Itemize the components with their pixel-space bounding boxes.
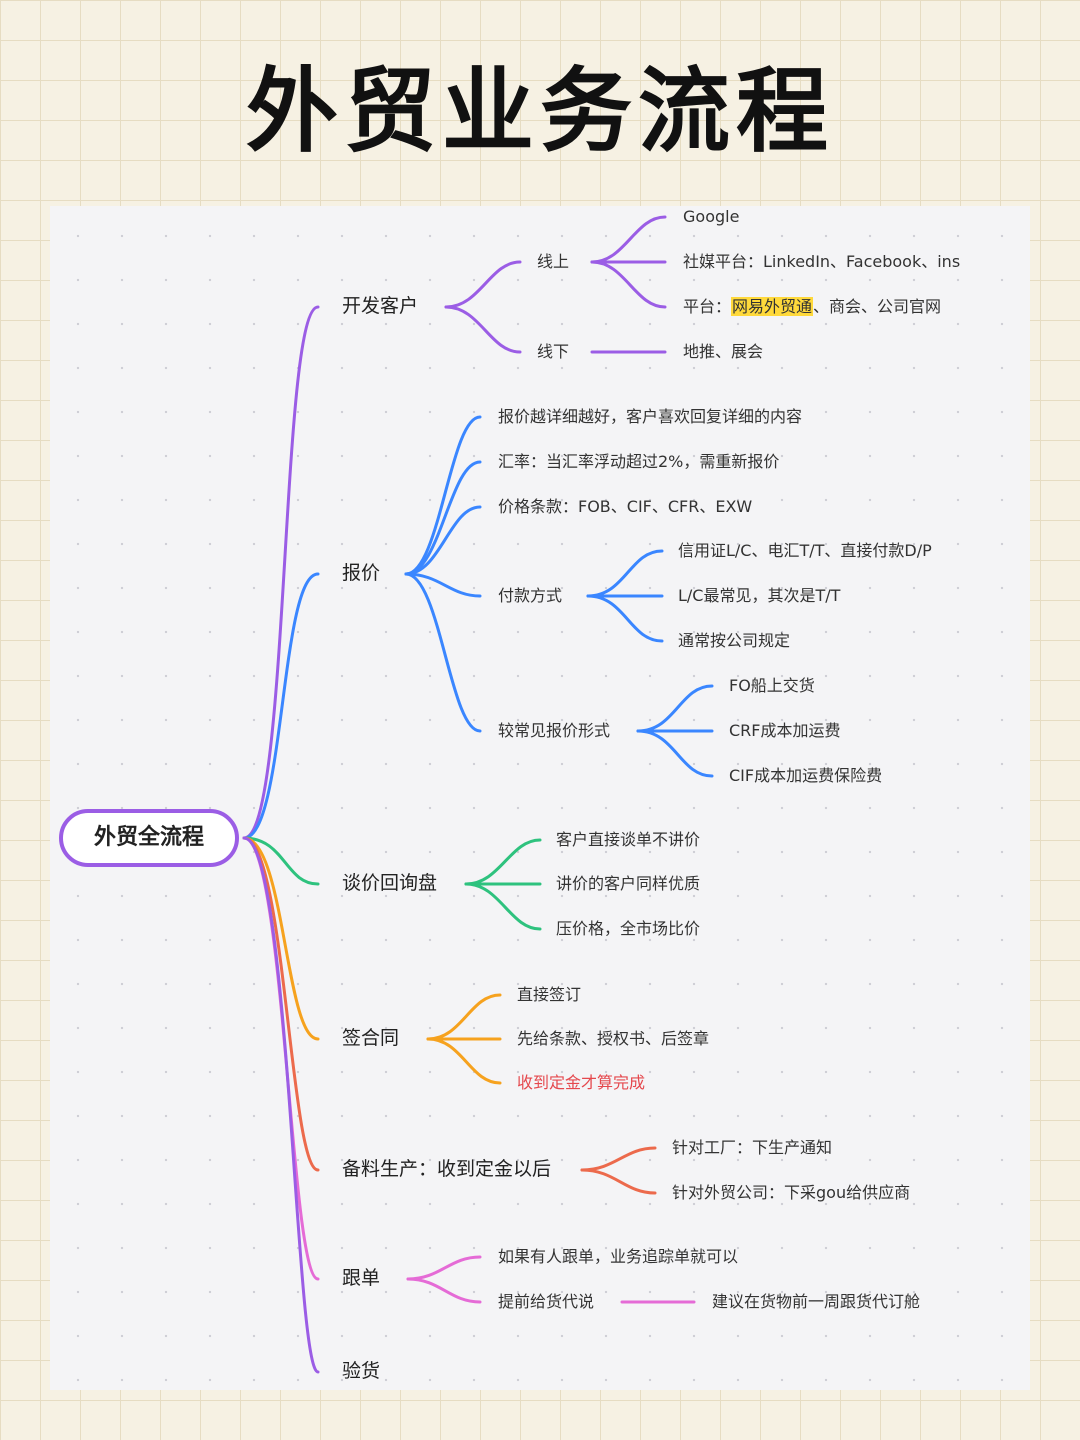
leaf-platform: 平台：网易外贸通、商会、公司官网	[683, 296, 941, 318]
branch-quote[interactable]: 报价	[342, 562, 381, 584]
branch-negotiate[interactable]: 谈价回询盘	[342, 872, 438, 894]
leaf-production-0: 针对工厂：下生产通知	[672, 1138, 833, 1157]
leaf-contract-deposit: 收到定金才算完成	[517, 1073, 646, 1092]
node-online[interactable]: 线上	[537, 252, 570, 271]
link-root-negotiate	[242, 836, 320, 886]
leaf-form-0: FO船上交货	[729, 676, 815, 695]
link-root-develop	[242, 305, 320, 840]
link-root-quote	[242, 572, 320, 840]
root-node[interactable]: 外贸全流程	[59, 809, 239, 867]
leaf-quote-rate: 汇率：当汇率浮动超过2%，需重新报价	[498, 452, 780, 471]
branch-inspect[interactable]: 验货	[342, 1360, 381, 1382]
node-forms[interactable]: 较常见报价形式	[498, 721, 611, 740]
leaf-negotiate-1: 讲价的客户同样优质	[556, 874, 701, 893]
leaf-social: 社媒平台：LinkedIn、Facebook、ins	[683, 252, 961, 271]
leaf-follow-tip: 建议在货物前一周跟货代订舱	[712, 1292, 921, 1311]
leaf-payment-0: 信用证L/C、电汇T/T、直接付款D/P	[678, 541, 932, 560]
page-title: 外贸业务流程	[245, 58, 834, 165]
leaf-google: Google	[683, 207, 740, 226]
leaf-contract-1: 先给条款、授权书、后签章	[517, 1029, 710, 1048]
leaf-contract-0: 直接签订	[517, 985, 582, 1004]
link-root-inspect	[242, 836, 320, 1374]
leaf-production-1: 针对外贸公司：下采gou给供应商	[672, 1183, 911, 1202]
leaf-quote-detail: 报价越详细越好，客户喜欢回复详细的内容	[498, 407, 803, 426]
leaf-follow-1: 提前给货代说	[498, 1292, 595, 1311]
mind-map-board	[50, 206, 1030, 1390]
leaf-negotiate-0: 客户直接谈单不讲价	[556, 830, 701, 849]
branch-contract[interactable]: 签合同	[342, 1027, 400, 1049]
link-root-follow	[242, 836, 320, 1281]
leaf-payment-2: 通常按公司规定	[678, 631, 791, 650]
leaf-form-1: CRF成本加运费	[729, 721, 841, 740]
leaf-offline: 地推、展会	[683, 342, 764, 361]
branch-develop[interactable]: 开发客户	[342, 295, 419, 317]
leaf-negotiate-2: 压价格，全市场比价	[556, 919, 701, 938]
branch-production[interactable]: 备料生产：收到定金以后	[342, 1158, 552, 1180]
branch-follow[interactable]: 跟单	[342, 1267, 381, 1289]
node-offline[interactable]: 线下	[537, 342, 570, 361]
platform-prefix: 平台：	[683, 297, 732, 316]
leaf-form-2: CIF成本加运费保险费	[729, 766, 883, 785]
platform-highlight: 网易外贸通	[731, 297, 814, 316]
platform-suffix: 、商会、公司官网	[813, 297, 942, 316]
link-root-contract	[242, 836, 320, 1041]
node-payment[interactable]: 付款方式	[498, 586, 563, 605]
leaf-quote-terms: 价格条款：FOB、CIF、CFR、EXW	[498, 497, 753, 516]
leaf-follow-0: 如果有人跟单，业务追踪单就可以	[498, 1247, 739, 1266]
leaf-payment-1: L/C最常见，其次是T/T	[678, 586, 841, 605]
